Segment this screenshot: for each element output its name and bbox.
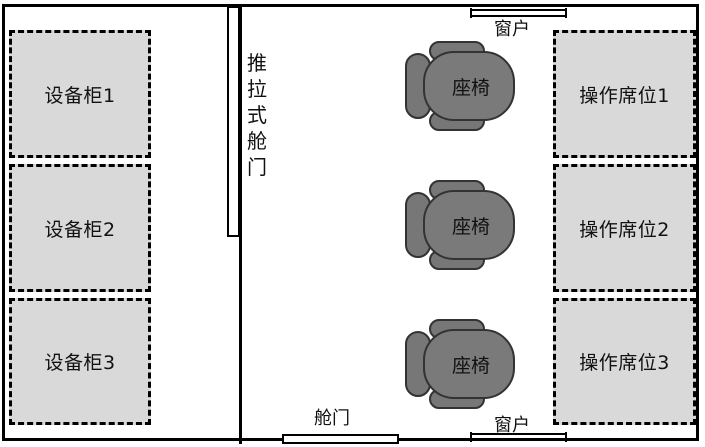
- operator-station-3: 操作席位3: [553, 298, 696, 425]
- cabinet-label: 设备柜3: [44, 352, 116, 374]
- station-label: 操作席位3: [579, 352, 670, 374]
- sliding-door-char: 拉: [247, 77, 267, 101]
- sliding-door-char: 推: [247, 51, 267, 75]
- cabinet-label: 设备柜2: [44, 218, 116, 241]
- cabin-door-label: 舱门: [314, 408, 350, 429]
- chair-icon: [405, 180, 515, 270]
- chair-icon: [405, 41, 515, 131]
- chair-label: 座椅: [451, 354, 490, 377]
- partition-wall: [239, 6, 242, 444]
- window-bottom-label: 窗户: [494, 415, 530, 436]
- equipment-cabinet-2: 设备柜2: [9, 164, 151, 292]
- sliding-door-char: 式: [247, 103, 267, 127]
- window-top: [470, 8, 567, 18]
- chair-3: 座椅: [404, 318, 516, 410]
- chair-2: 座椅: [404, 179, 516, 271]
- operator-station-2: 操作席位2: [553, 164, 696, 292]
- chair-1: 座椅: [404, 40, 516, 132]
- station-label: 操作席位1: [579, 84, 670, 107]
- cabinet-label: 设备柜1: [44, 84, 116, 107]
- sliding-door-char: 舱: [247, 129, 267, 153]
- chair-label: 座椅: [451, 215, 490, 238]
- chair-icon: [405, 319, 515, 409]
- operator-station-1: 操作席位1: [553, 30, 696, 158]
- window-top-label: 窗户: [494, 19, 530, 40]
- equipment-cabinet-1: 设备柜1: [9, 30, 151, 158]
- equipment-cabinet-3: 设备柜3: [9, 298, 151, 425]
- window-bottom: [470, 432, 567, 442]
- sliding-door: [227, 6, 240, 237]
- station-label: 操作席位2: [579, 218, 670, 241]
- sliding-door-char: 门: [247, 155, 267, 179]
- cabin-door: [282, 434, 399, 444]
- chair-label: 座椅: [451, 76, 490, 99]
- sliding-door-label: 推 拉 式 舱 门: [245, 50, 269, 180]
